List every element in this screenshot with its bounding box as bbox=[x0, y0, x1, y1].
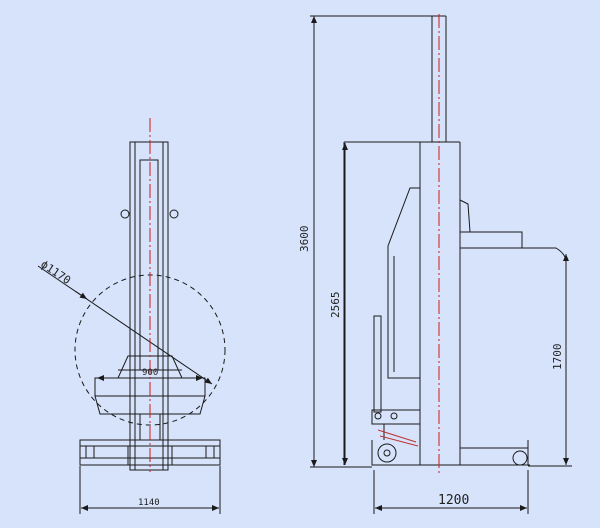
dimension-1140 bbox=[79, 466, 221, 514]
side-pump bbox=[371, 409, 421, 447]
diameter-label: ϕ1170 bbox=[38, 258, 73, 287]
side-body bbox=[343, 141, 461, 465]
dimension-3600 bbox=[310, 15, 432, 468]
dimension-1700 bbox=[528, 254, 572, 467]
side-base bbox=[371, 440, 530, 466]
side-handle bbox=[373, 315, 382, 413]
front-bolts bbox=[120, 209, 179, 219]
side-control-box bbox=[459, 199, 567, 440]
front-mast bbox=[129, 141, 169, 471]
length-1200-label: 1200 bbox=[438, 493, 469, 508]
width-1140-label: 1140 bbox=[138, 498, 160, 508]
height-3600-label: 3600 bbox=[298, 226, 311, 253]
height-2565-label: 2565 bbox=[329, 292, 342, 319]
dimension-2565 bbox=[342, 143, 348, 465]
dimension-1200 bbox=[373, 470, 529, 514]
side-upper-mast bbox=[431, 15, 447, 142]
height-1700-label: 1700 bbox=[551, 344, 564, 371]
diameter-dimension bbox=[37, 265, 213, 385]
side-view bbox=[310, 14, 572, 514]
side-arm bbox=[387, 187, 421, 379]
width-900-label: 900 bbox=[142, 368, 158, 378]
front-view bbox=[37, 118, 226, 514]
